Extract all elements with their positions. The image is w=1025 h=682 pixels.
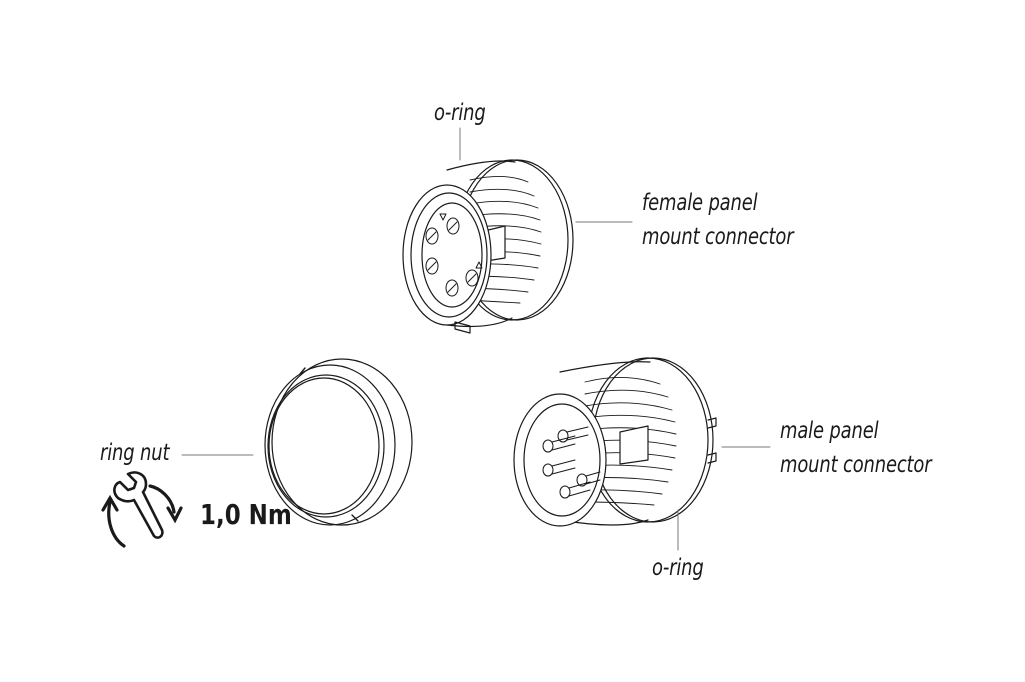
male-panel-connector <box>513 357 717 527</box>
male-connector-label-line2: mount connector <box>780 452 932 478</box>
leader-lines <box>181 127 771 551</box>
wrench-rotate-icon <box>101 471 183 548</box>
torque-value: 1,0 Nm <box>200 498 292 531</box>
ring-nut-label: ring nut <box>100 440 170 466</box>
oring-bottom-label: o-ring <box>652 555 704 581</box>
oring-top-label: o-ring <box>434 100 486 126</box>
female-connector-label-line1: female panel <box>642 190 758 216</box>
female-panel-connector <box>402 159 574 334</box>
male-connector-label-line1: male panel <box>780 418 879 444</box>
female-connector-label-line2: mount connector <box>642 224 794 250</box>
ring-nut <box>264 358 413 526</box>
